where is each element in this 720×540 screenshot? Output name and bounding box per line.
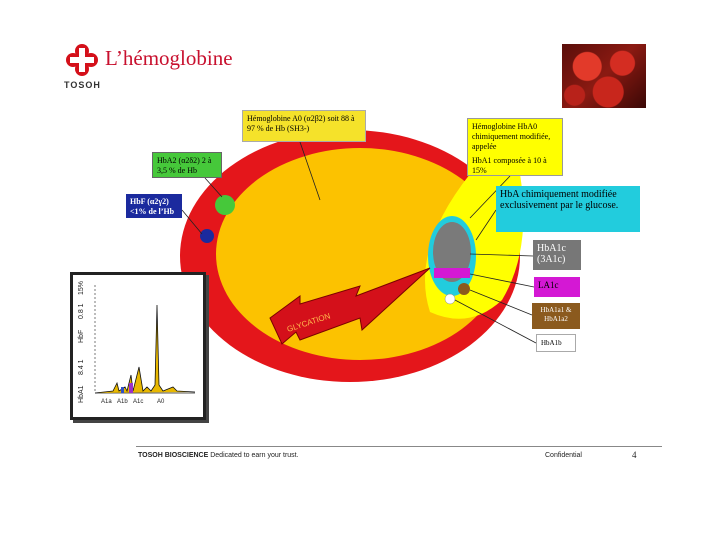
- footer-brand: TOSOH BIOSCIENCE Dedicated to earn your …: [138, 452, 299, 459]
- label-hbf: HbF (α2γ2) <1% de l’Hb: [126, 194, 182, 218]
- peak-a1b: [121, 387, 124, 393]
- peak-la1c: [129, 383, 133, 393]
- label-hba2: HbA2 (α2δ2) 2 à 3,5 % de Hb: [152, 152, 222, 178]
- brand-name: TOSOH: [64, 80, 101, 90]
- footer-divider: [136, 446, 662, 447]
- label-hba1c: HbA1c (3A1c): [533, 240, 581, 270]
- chart-ylabel-4: 0.8 1: [78, 303, 85, 319]
- page-number: 4: [632, 450, 637, 460]
- footer-brand-name: TOSOH BIOSCIENCE: [138, 452, 209, 459]
- chart-xlabel-1: A1a: [101, 399, 112, 405]
- chart-xlabel-3: A1c: [133, 399, 143, 405]
- la1c-fraction: [434, 268, 470, 278]
- footer-confidential: Confidential: [545, 452, 582, 459]
- chromatogram-inset: HbA1 8.4 1 HbF 0.8 1 15% A1a A1b A1c A0: [70, 272, 206, 420]
- chromatogram-trace: [94, 304, 196, 394]
- label-la1c: LA1c: [534, 277, 580, 297]
- page-title: L’hémoglobine: [105, 46, 233, 70]
- tosoh-logo: [66, 44, 98, 76]
- chromatogram-svg: HbA1 8.4 1 HbF 0.8 1 15% A1a A1b A1c A0: [78, 281, 196, 405]
- hba1a-dot: [458, 283, 470, 295]
- chart-ylabel-3: HbF: [78, 330, 85, 343]
- chart-ylabel-1: HbA1: [78, 385, 85, 403]
- hba2-dot: [215, 195, 235, 215]
- label-hba1-text: Hémoglobine HbA0 chimiquement modifiée, …: [472, 122, 551, 151]
- label-glycation-desc: HbA chimiquement modifiée exclusivement …: [496, 186, 640, 232]
- hbf-dot: [200, 229, 214, 243]
- label-hba1a: HbA1a1 & HbA1a2: [532, 303, 580, 329]
- hba1b-dot: [444, 293, 456, 305]
- chart-xlabel-4: A0: [157, 399, 165, 405]
- chart-ylabel-2: 8.4 1: [78, 359, 85, 375]
- footer-tagline: Dedicated to earn your trust.: [210, 452, 299, 459]
- red-blood-cells-photo: [562, 44, 646, 108]
- label-hba1b: HbA1b: [536, 334, 576, 352]
- glycation-arrow: [269, 267, 431, 345]
- chart-ylabel-5: 15%: [78, 281, 85, 295]
- hba1c-fraction: [433, 222, 471, 282]
- label-hba1-sub: HbA1 composée à 10 à 15%: [472, 156, 547, 175]
- label-hba0: Hémoglobine A0 (α2β2) soit 88 à 97 % de …: [242, 110, 366, 142]
- chart-xlabel-2: A1b: [117, 399, 128, 405]
- label-hba1: Hémoglobine HbA0 chimiquement modifiée, …: [467, 118, 563, 176]
